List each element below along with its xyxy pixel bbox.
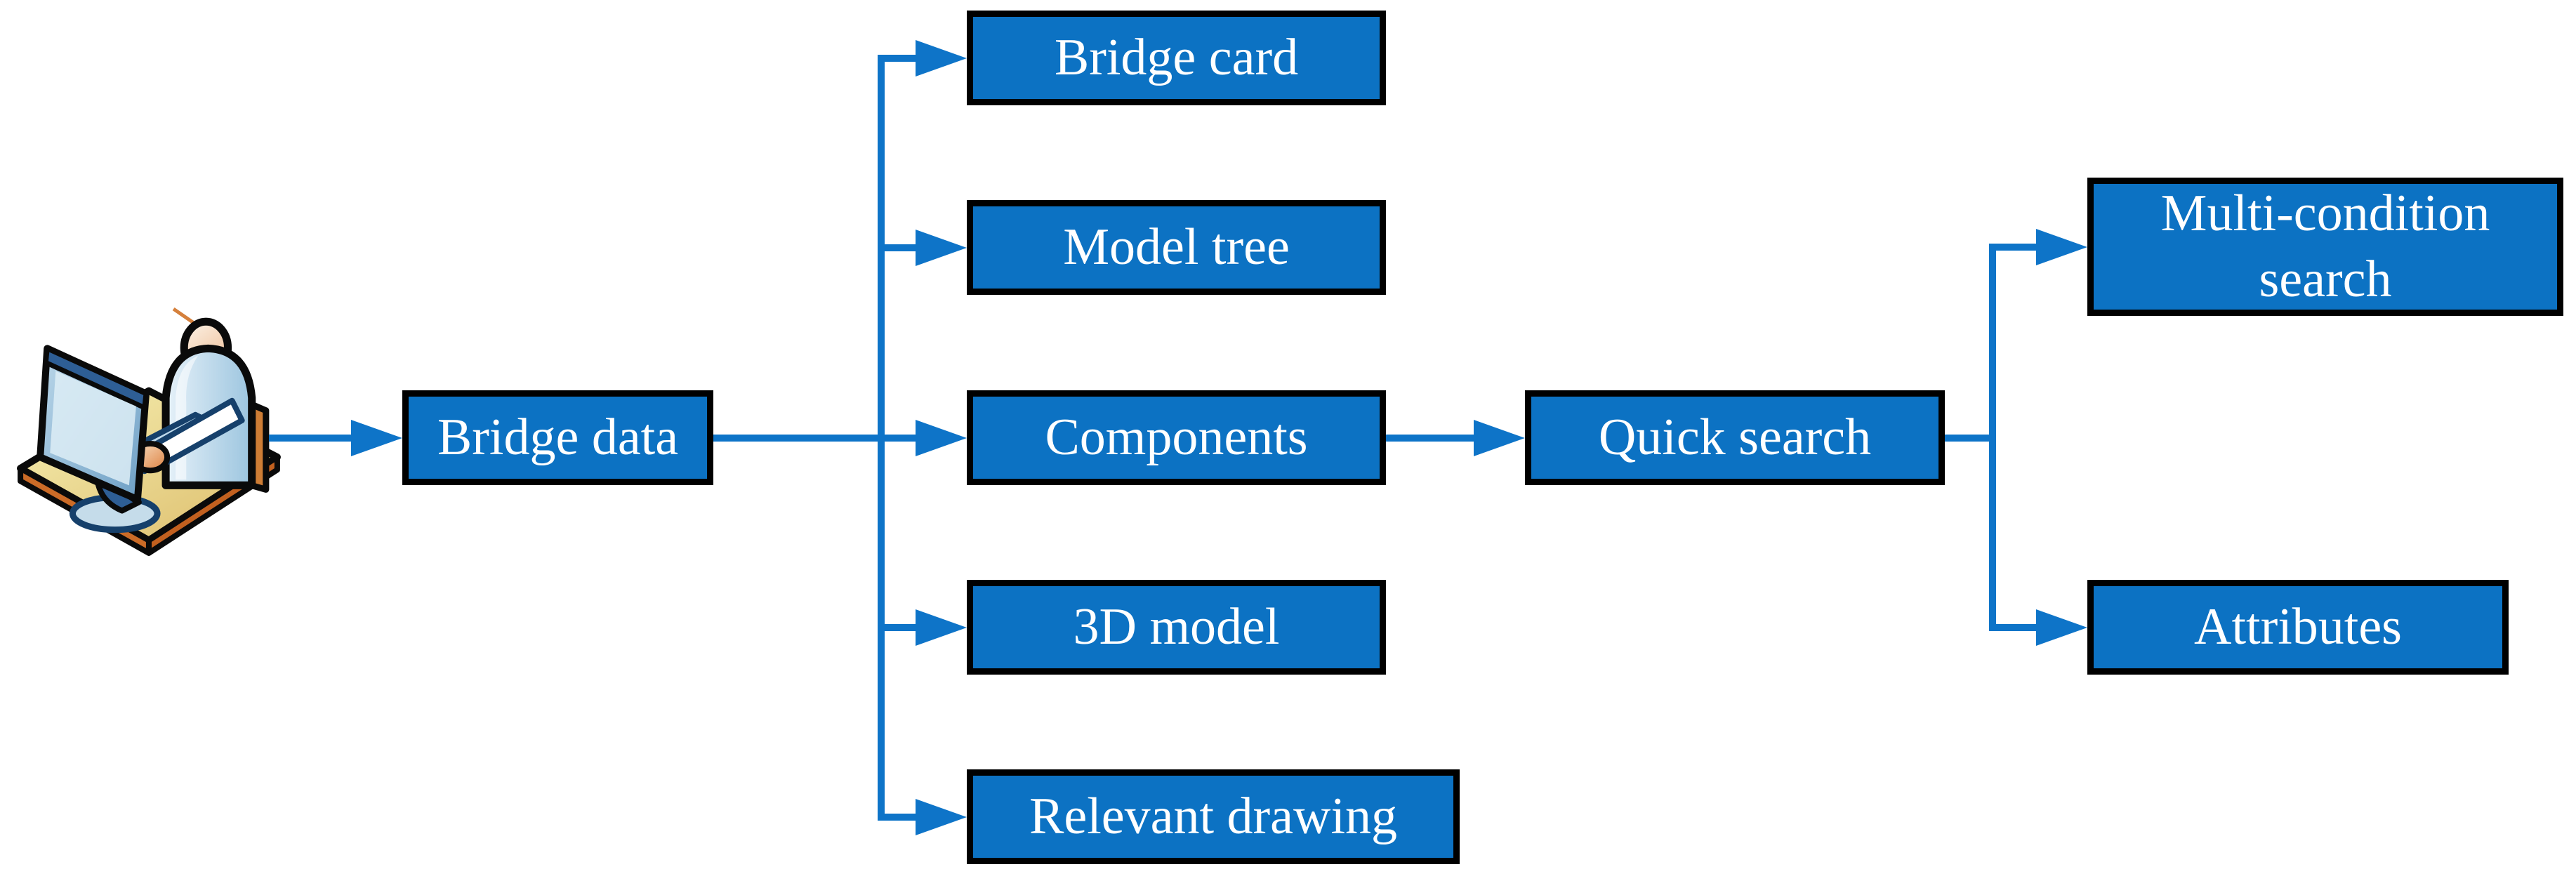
person-at-computer-icon — [11, 307, 293, 569]
edge-bridge-data-to-branch-trunk — [709, 55, 885, 821]
node-3d-model: 3D model — [967, 580, 1386, 675]
node-relevant-drawing: Relevant drawing — [967, 769, 1460, 864]
node-multi-condition-search-label: Multi-condition search — [2160, 185, 2490, 308]
node-components: Components — [967, 390, 1386, 485]
edge-branch-to-attributes — [1989, 609, 2087, 646]
node-quick-search: Quick search — [1525, 390, 1945, 485]
node-bridge-data-label: Bridge data — [437, 408, 679, 466]
node-attributes-label: Attributes — [2194, 597, 2402, 656]
edge-branch-to-3d-model — [878, 609, 967, 646]
node-model-tree-label: Model tree — [1063, 218, 1290, 276]
node-bridge-card-label: Bridge card — [1054, 28, 1299, 86]
node-bridge-card: Bridge card — [967, 11, 1386, 105]
node-relevant-drawing-label: Relevant drawing — [1029, 787, 1397, 845]
edge-branch-to-relevant-drawing — [878, 799, 967, 835]
node-bridge-data: Bridge data — [402, 390, 713, 485]
edge-branch-to-model-tree — [878, 230, 967, 266]
edge-branch-to-components — [878, 420, 967, 456]
edge-quick-search-to-right-trunk — [1941, 244, 1996, 631]
person-at-computer-graphic — [17, 307, 281, 556]
edge-branch-to-bridge-card — [878, 40, 967, 77]
edge-components-to-quick-search — [1382, 420, 1525, 456]
node-quick-search-label: Quick search — [1598, 408, 1872, 466]
node-components-label: Components — [1045, 408, 1308, 466]
edge-branch-to-multi-condition-search — [1989, 229, 2087, 265]
node-multi-condition-search: Multi-condition search — [2087, 178, 2563, 316]
edge-user-to-bridge-data — [269, 420, 402, 456]
node-3d-model-label: 3D model — [1073, 597, 1280, 656]
node-attributes: Attributes — [2087, 580, 2509, 675]
node-model-tree: Model tree — [967, 200, 1386, 295]
